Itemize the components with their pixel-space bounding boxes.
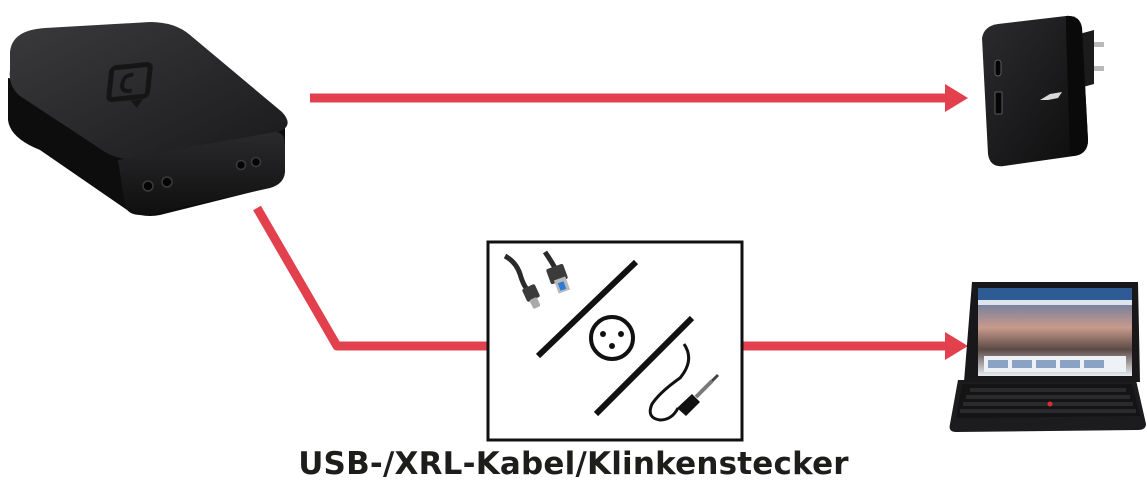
usb-a-port-icon [994,91,1003,115]
adapter-brand-logo-icon [1040,92,1062,100]
xlr-connector-icon [589,315,635,361]
power-adapter [982,15,1104,167]
diagram-caption: USB-/XRL-Kabel/Klinkenstecker [298,446,849,482]
recording-device [8,22,288,216]
divider-line [593,315,695,417]
adapter-plug-pin [1092,66,1104,71]
laptop [949,282,1146,432]
jack-plug-icon [648,343,720,422]
adapter-body [982,15,1088,167]
adapter-plug-pin [1092,42,1104,47]
cable-selector [486,240,744,442]
device-front-panel [118,132,285,215]
connector-to-cable-selector [253,205,488,351]
usb-c-port-icon [994,59,1002,77]
arrow-to-laptop [742,332,968,360]
divider-line [535,259,639,359]
device-ports-icon [142,156,262,192]
usb-c-cable-icon [503,253,541,309]
trackpoint-icon [1047,401,1053,407]
arrow-to-power-adapter [310,84,968,112]
usb-a-cable-icon [542,250,571,294]
device-logo-icon [106,61,153,108]
